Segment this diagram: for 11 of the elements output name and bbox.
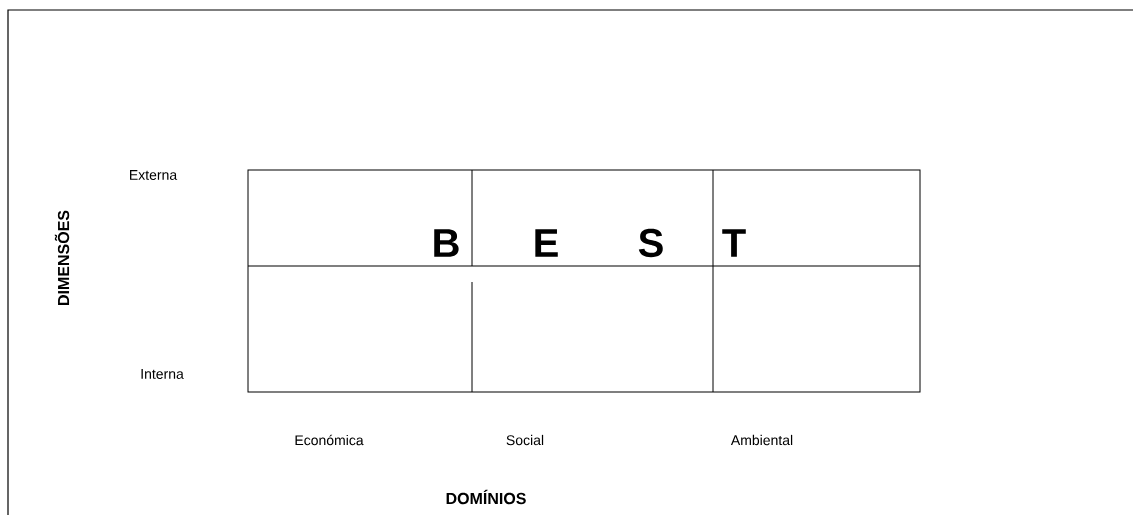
column-label: Económica xyxy=(295,434,364,446)
column-label: Social xyxy=(506,434,544,446)
row-label: Interna xyxy=(141,369,184,379)
axis-title: DIMENSÕES xyxy=(54,210,70,305)
letter: B xyxy=(434,229,459,257)
letter: E xyxy=(535,229,558,257)
letter: S xyxy=(638,228,663,258)
letter: T xyxy=(722,229,746,257)
column-label: Ambiental xyxy=(730,434,793,446)
axis-title: DOMÍNIOS xyxy=(446,489,526,505)
row-label: Externa xyxy=(130,170,178,180)
